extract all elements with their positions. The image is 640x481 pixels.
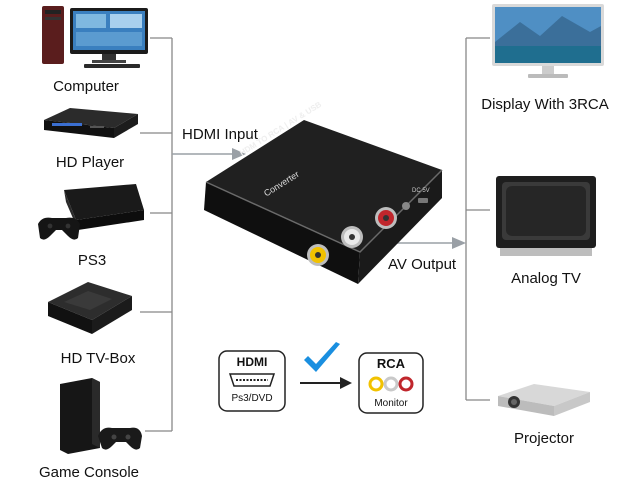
analog-tv-icon (494, 174, 598, 260)
hdmi-legend-icon (218, 350, 286, 412)
rca-legend-title: RCA (376, 356, 406, 371)
rca-legend-sub: Monitor (374, 398, 408, 409)
rca-yellow-port (307, 244, 329, 266)
bluray-player-icon (40, 106, 140, 142)
hdmi-input-label: HDMI Input (182, 126, 258, 143)
source-label-hd-player: HD Player (55, 154, 125, 171)
display-icon (490, 2, 606, 80)
rca-white-port (341, 226, 363, 248)
ps3-icon (36, 180, 146, 250)
output-label-projector: Projector (513, 430, 575, 447)
source-label-hd-tv-box: HD TV-Box (60, 350, 136, 367)
game-console-icon (52, 374, 144, 454)
hdmi-input-arrow (172, 148, 246, 160)
source-label-computer: Computer (53, 78, 119, 95)
av-output-label: AV Output (388, 256, 457, 273)
converter-box-icon (200, 112, 460, 287)
rca-legend-icon (358, 352, 424, 414)
computer-icon (40, 4, 152, 70)
output-label-analog-tv: Analog TV (511, 270, 581, 287)
right-arrow-icon (300, 376, 352, 390)
hdmi-legend-sub: Ps3/DVD (231, 393, 273, 404)
source-label-game-console: Game Console (38, 464, 140, 481)
projector-icon (494, 380, 594, 420)
tv-box-icon (42, 278, 138, 340)
output-label-display: Display With 3RCA (481, 96, 609, 113)
converter-port-label: DC 5V (412, 188, 430, 194)
source-label-ps3: PS3 (77, 252, 107, 269)
hdmi-legend-title: HDMI (236, 355, 268, 369)
checkmark-icon (302, 340, 342, 376)
rca-red-port (375, 207, 397, 229)
